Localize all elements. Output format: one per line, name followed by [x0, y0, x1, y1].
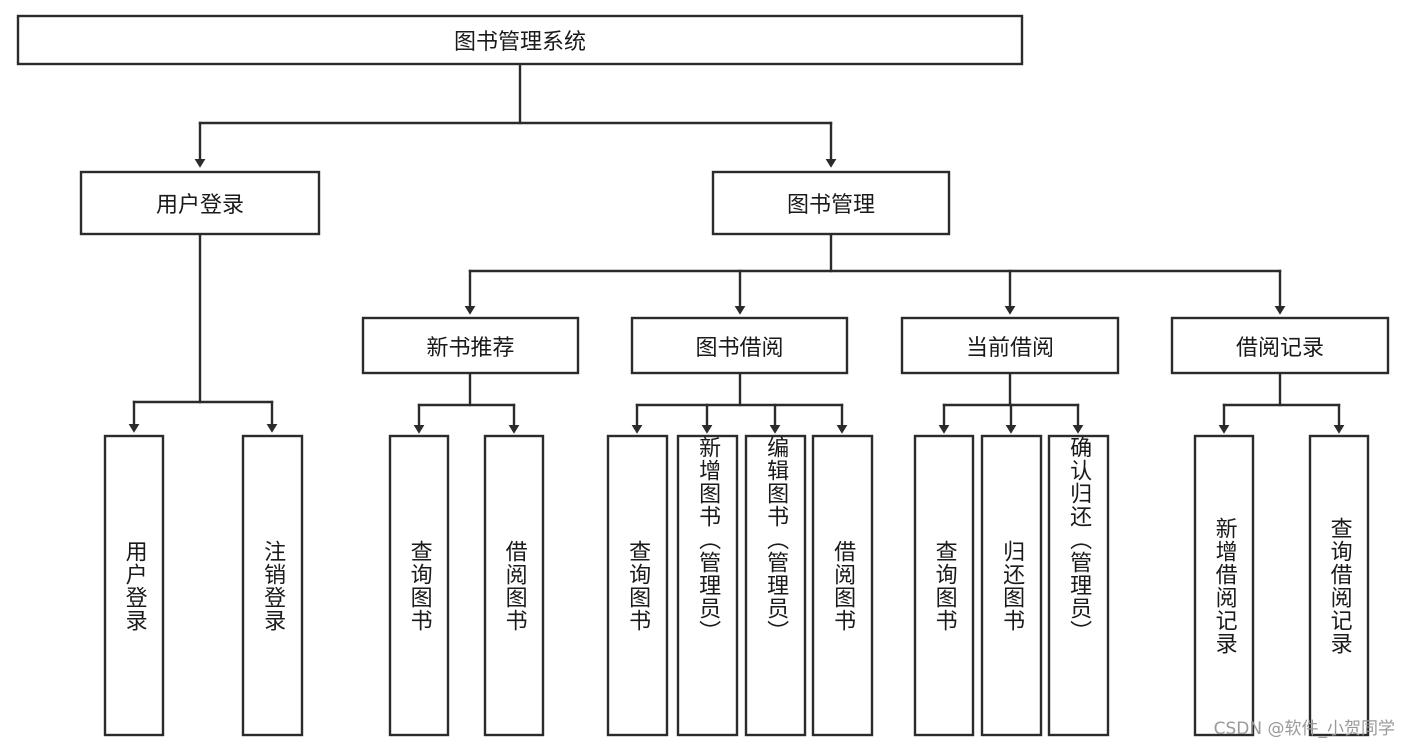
leaf-confirm-return-admin[interactable] [1047, 434, 1110, 737]
leaf-query-book-recommend[interactable] [388, 434, 450, 737]
edge-group-new-books [413, 371, 520, 434]
node-borrow-records[interactable] [1170, 316, 1390, 375]
edge-group-records [1218, 371, 1345, 434]
edge-group-book-mgmt [464, 232, 1286, 315]
leaf-query-book-current[interactable] [913, 434, 975, 737]
edge-group-user-login [128, 232, 278, 433]
node-book-borrow[interactable] [630, 316, 849, 375]
leaf-borrow-book[interactable] [811, 434, 874, 737]
edge-group-root [194, 62, 837, 168]
edge-group-borrow [631, 371, 848, 434]
leaf-user-login[interactable] [103, 434, 165, 737]
leaf-query-book-borrow[interactable] [606, 434, 669, 737]
edge-group-current-borrow [938, 371, 1084, 434]
node-root[interactable] [16, 14, 1024, 66]
leaf-logout[interactable] [241, 434, 304, 737]
leaf-borrow-book-recommend[interactable] [483, 434, 545, 737]
leaf-query-borrow-record[interactable] [1308, 434, 1370, 737]
node-user-login[interactable] [79, 170, 321, 236]
leaf-add-book-admin[interactable] [676, 434, 739, 737]
leaf-return-book[interactable] [980, 434, 1043, 737]
node-new-book-recommend[interactable] [361, 316, 580, 375]
node-book-management[interactable] [711, 170, 951, 236]
leaf-add-borrow-record[interactable] [1193, 434, 1255, 737]
node-current-borrow[interactable] [900, 316, 1120, 375]
leaf-edit-book-admin[interactable] [744, 434, 807, 737]
